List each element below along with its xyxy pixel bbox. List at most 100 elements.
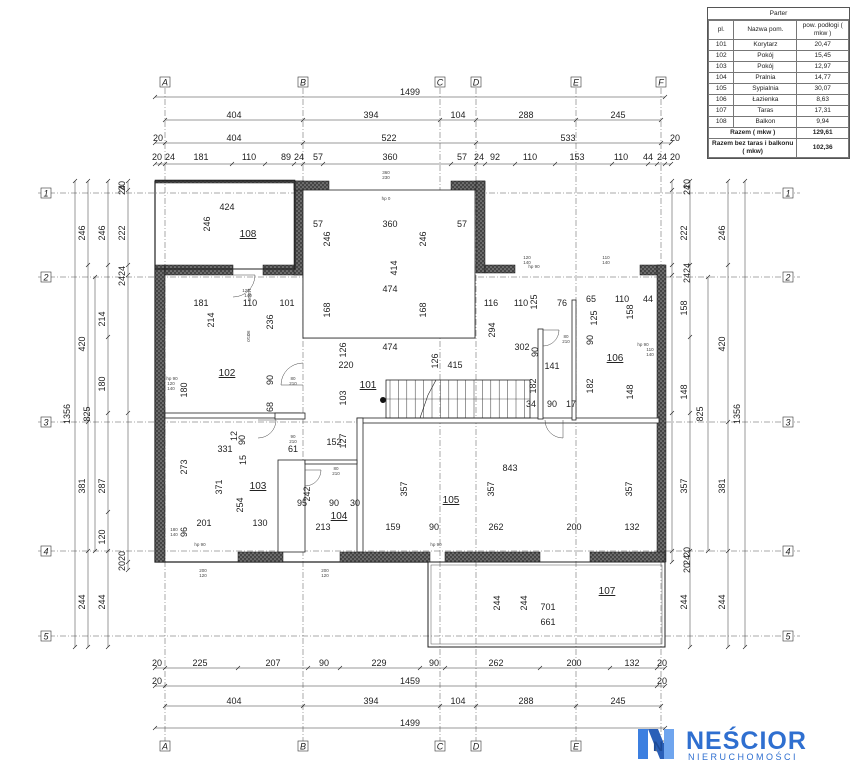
interior-dimension-label: 357 — [486, 481, 496, 496]
dimension-label: 20 — [152, 658, 162, 668]
axis-label: A — [161, 742, 168, 752]
door-swing — [232, 274, 256, 298]
opening-tag: 210 — [289, 381, 297, 386]
dimension-tick — [152, 665, 158, 671]
axis-label: F — [658, 78, 664, 88]
legend-cell-area: 12,97 — [796, 61, 849, 73]
legend-cell-nr: 108 — [707, 116, 735, 128]
opening-tag: 210 — [246, 334, 251, 342]
terrace-outline — [427, 561, 666, 648]
dimension-tick — [687, 644, 693, 650]
axis-marker — [782, 545, 794, 557]
interior-dimension-label: 415 — [447, 360, 462, 370]
interior-dimension-label: 843 — [502, 463, 517, 473]
dimension-label: 20 — [682, 563, 692, 573]
interior-dimension-label: 331 — [217, 444, 232, 454]
interior-dimension-label: 15 — [238, 455, 248, 465]
interior-dimension-label: 34 — [526, 399, 536, 409]
axis-label: E — [573, 78, 580, 88]
opening-tag: 90 — [246, 330, 251, 336]
dimension-tick — [92, 548, 98, 554]
legend-header-row: pl. Nazwa pom. pow. podłogi ( mkw ) — [707, 20, 849, 40]
dimension-label: 1499 — [400, 87, 420, 97]
wall-segment — [589, 551, 666, 563]
dimension-tick — [235, 665, 241, 671]
dimension-label: 153 — [569, 152, 584, 162]
dimension-tick — [152, 94, 158, 100]
legend-cell-area: 17,31 — [796, 105, 849, 117]
axis-label: D — [473, 78, 480, 88]
legend-cell-nr: 107 — [707, 105, 735, 117]
legend-cell-name: Balkon — [733, 116, 798, 128]
dimension-tick — [725, 178, 731, 184]
dimension-tick — [662, 725, 668, 731]
axis-marker — [40, 630, 52, 642]
interior-dimension-label: 242 — [302, 486, 312, 501]
legend-caption: Parter — [708, 8, 849, 20]
opening-tag: 140 — [244, 293, 252, 298]
dimension-label: 24 — [682, 555, 692, 565]
interior-dimension-label: 141 — [544, 361, 559, 371]
opening-tag: 140 — [602, 260, 610, 265]
dimension-tick — [658, 140, 664, 146]
opening-tag: 140 — [646, 352, 654, 357]
legend-total-label: Razem ( mkw ) — [707, 127, 798, 139]
interior-dimension-label: 254 — [235, 497, 245, 512]
axis-label: B — [300, 78, 306, 88]
interior-dimension-label: 357 — [624, 481, 634, 496]
axis-markers: AABBCCDDEEFF1122334455 — [40, 76, 794, 752]
partition-wall — [571, 299, 577, 421]
opening-tag: 80 — [563, 334, 569, 339]
dimension-tick — [125, 262, 131, 268]
dimension-label: 1356 — [62, 404, 72, 424]
interior-dimension-label: 474 — [382, 284, 397, 294]
door-swings — [232, 274, 564, 487]
interior-dimension-label: 182 — [528, 378, 538, 393]
dimension-tick — [607, 665, 613, 671]
dimension-label: 262 — [488, 658, 503, 668]
stairs — [380, 379, 531, 419]
interior-dimension-label: 220 — [338, 360, 353, 370]
door-swing — [304, 469, 322, 487]
dimension-label: 288 — [518, 696, 533, 706]
dimension-tick — [337, 665, 343, 671]
legend-cell-area: 20,47 — [796, 39, 849, 51]
dimension-label: 24 — [117, 266, 127, 276]
dimension-label: 420 — [717, 336, 727, 351]
opening-tag: 210 — [562, 339, 570, 344]
dimension-tick — [152, 683, 158, 689]
interior-dimension-label: 273 — [179, 459, 189, 474]
dimension-tick — [669, 410, 675, 416]
wall-segment — [237, 551, 284, 563]
interior-dimension-label: 30 — [350, 498, 360, 508]
dimension-label: 246 — [97, 225, 107, 240]
opening-tag: 80 — [290, 376, 296, 381]
dimension-tick — [105, 644, 111, 650]
dimension-tick — [437, 703, 443, 709]
axis-label: 1 — [785, 189, 790, 199]
interior-dimension-label: 61 — [288, 444, 298, 454]
opening-tag: hp 90 — [166, 376, 178, 381]
room-number-104: 104 — [331, 511, 348, 522]
opening-tag: 230 — [382, 175, 390, 180]
wall-segment — [293, 180, 330, 191]
interior-dimension-label: 110 — [615, 294, 629, 304]
logo-letter: N — [653, 738, 663, 754]
legend-cell-name: Pokój — [733, 50, 798, 62]
dimension-label: 287 — [97, 478, 107, 493]
opening-tag: 80 — [333, 466, 339, 471]
axis-label: 3 — [785, 418, 790, 428]
interior-dimension-label: 90 — [237, 435, 247, 445]
dimension-label: 24 — [294, 152, 304, 162]
dimension-tick — [125, 559, 131, 565]
dimension-tick — [152, 161, 158, 167]
dimension-tick — [300, 703, 306, 709]
legend-cell-nr: 103 — [707, 61, 735, 73]
interior-dimension-label: 424 — [219, 202, 234, 212]
opening-tag: hp 90 — [194, 542, 206, 547]
dimension-label: 20 — [117, 551, 127, 561]
axis-marker — [782, 630, 794, 642]
room-number-101: 101 — [360, 380, 377, 391]
dimension-label: 90 — [319, 658, 329, 668]
opening-tag: 110 — [602, 255, 610, 260]
